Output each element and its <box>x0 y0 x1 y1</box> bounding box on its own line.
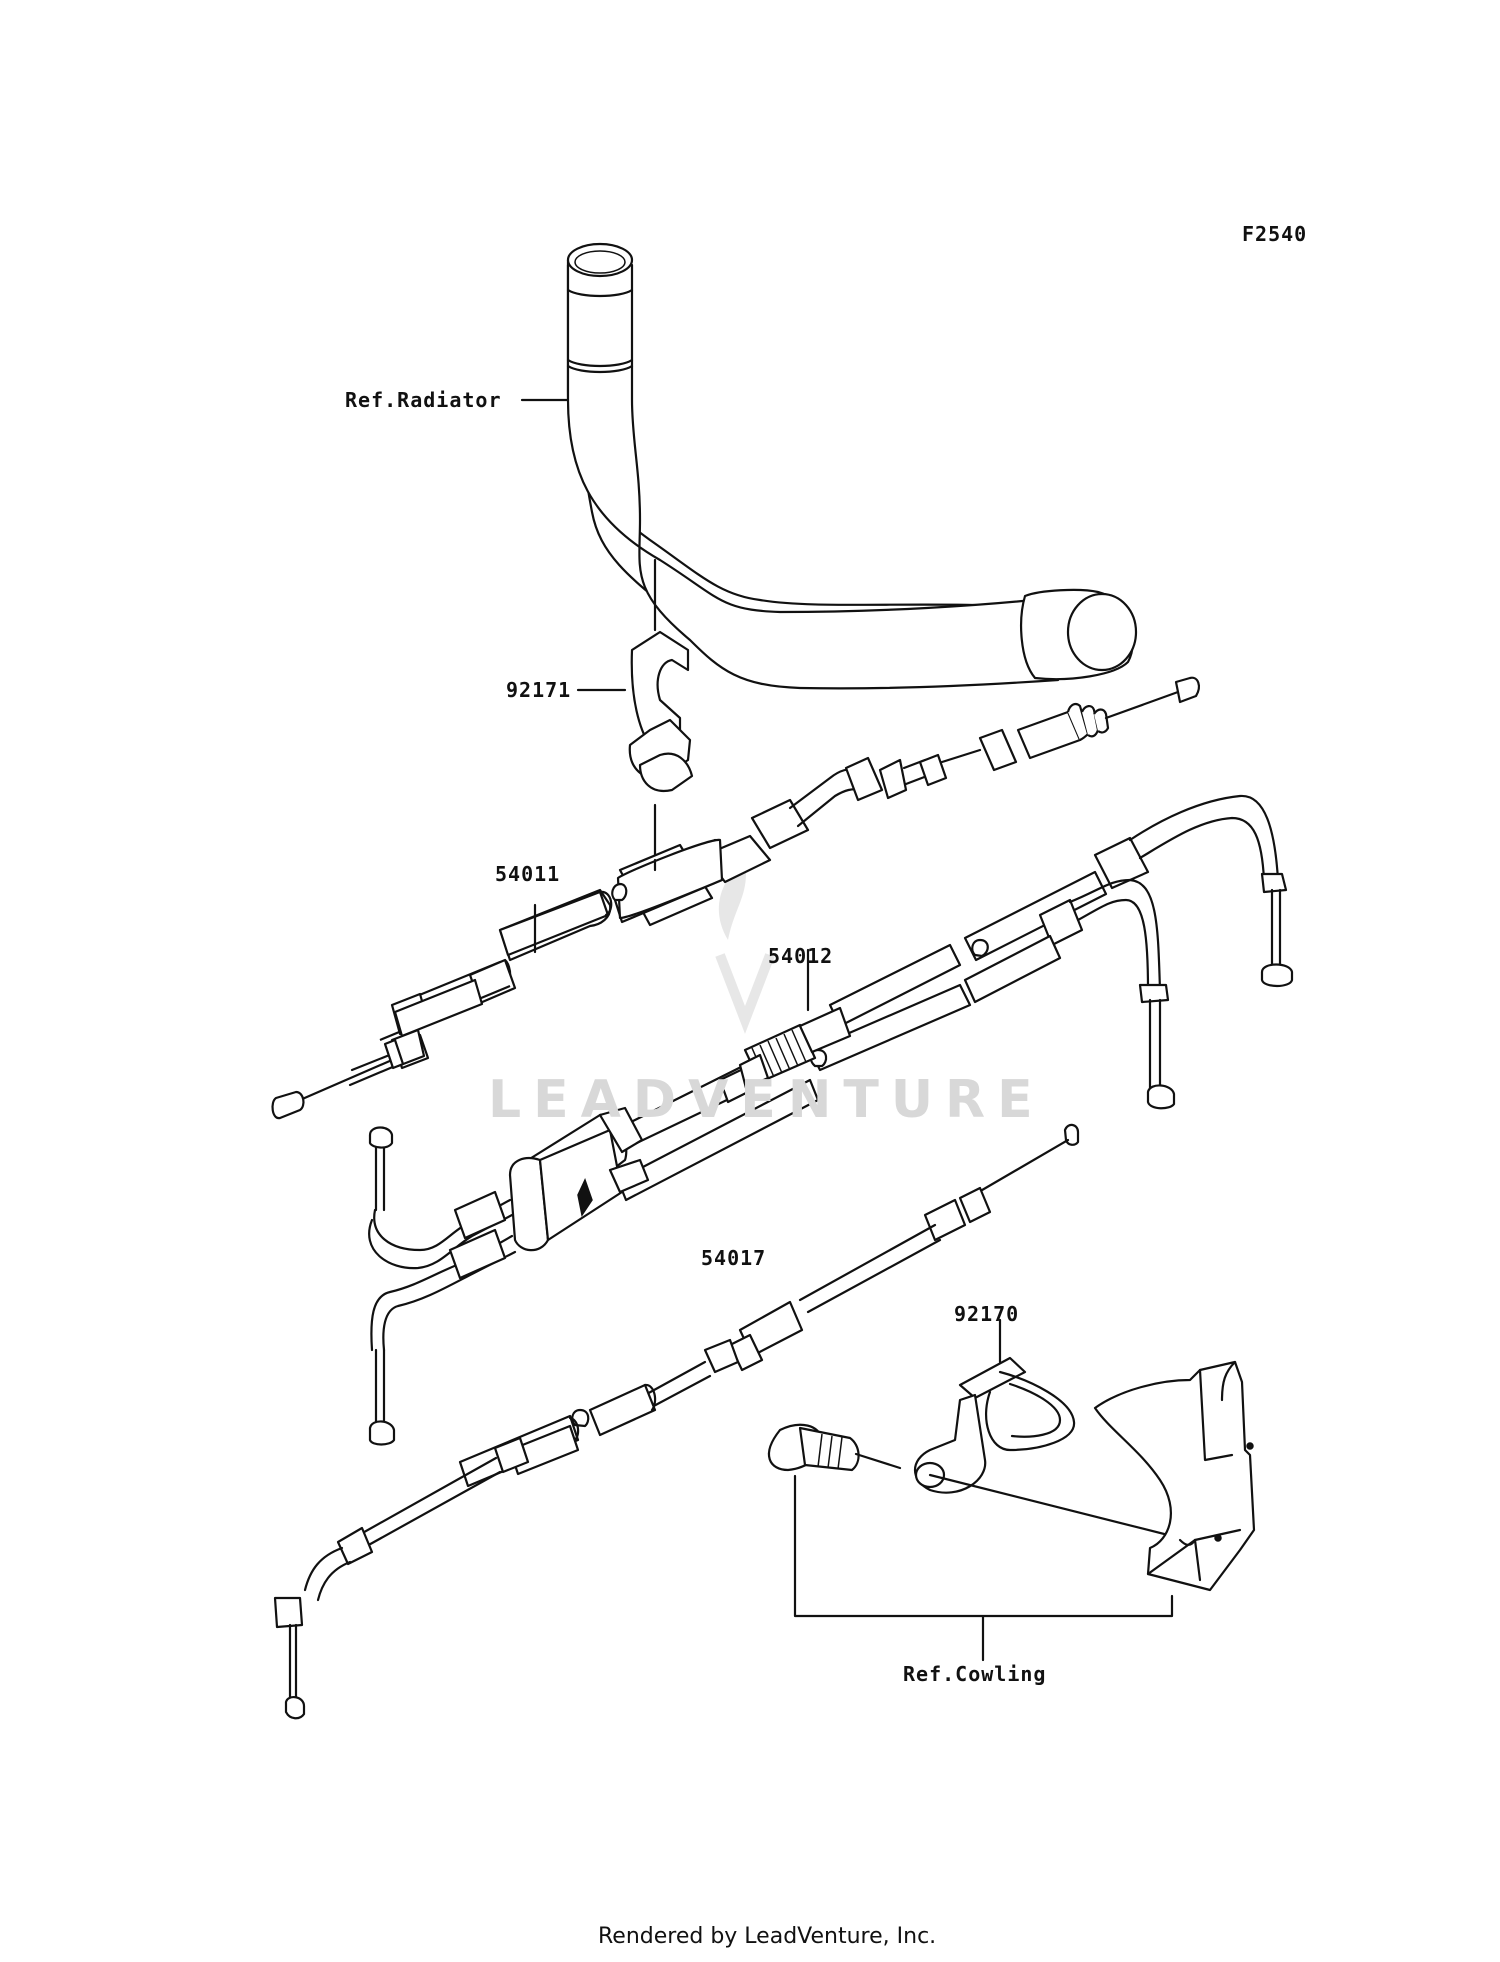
callout-54012[interactable]: 54012 <box>768 944 834 968</box>
diagram-code: F2540 <box>1242 222 1308 246</box>
bolt-leader <box>854 1452 902 1470</box>
watermark-logo <box>715 860 775 1034</box>
cowling-bracket <box>1093 1360 1256 1592</box>
throttle-cable-54011-lower <box>271 882 628 1120</box>
watermark-text: LEADVENTURE <box>488 1070 1045 1130</box>
hole-leader <box>928 1473 1182 1540</box>
throttle-cable-54011 <box>613 676 1200 927</box>
clamp-92170 <box>914 1318 1076 1494</box>
callout-54017[interactable]: 54017 <box>701 1246 767 1270</box>
callout-92171[interactable]: 92171 <box>506 678 572 702</box>
bolt <box>768 1423 860 1472</box>
callout-92170[interactable]: 92170 <box>954 1302 1020 1326</box>
cowling-bracket-lines <box>793 1474 1174 1662</box>
callout-ref-cowling[interactable]: Ref.Cowling <box>903 1662 1047 1686</box>
callout-ref-radiator[interactable]: Ref.Radiator <box>345 388 502 412</box>
callout-54011[interactable]: 54011 <box>495 862 561 886</box>
clamp-92171 <box>576 558 694 862</box>
footer-credit: Rendered by LeadVenture, Inc. <box>598 1924 937 1949</box>
choke-cable-54017 <box>273 1123 1080 1720</box>
radiator-hose <box>566 242 1138 690</box>
throttle-cable-54012 <box>368 794 1294 1446</box>
